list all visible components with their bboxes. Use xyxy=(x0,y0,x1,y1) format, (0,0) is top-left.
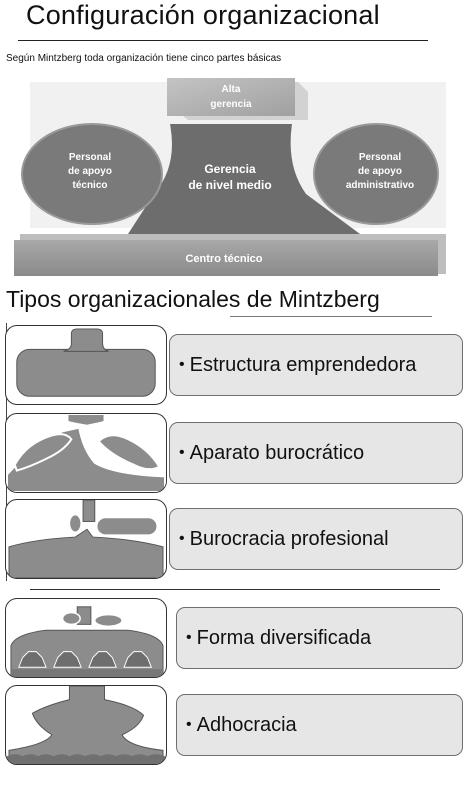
type-label-text: Aparato burocrático xyxy=(189,441,365,464)
right-label-1: Personal xyxy=(359,152,401,163)
bullet: • xyxy=(186,629,192,646)
professional-bureaucracy-thumbnail xyxy=(5,499,167,579)
technostructure-ellipse xyxy=(21,123,163,225)
operating-core-box xyxy=(14,240,438,276)
bullet: • xyxy=(179,444,185,461)
type-label-diversified-form: •Forma diversificada xyxy=(176,607,463,669)
section-divider xyxy=(30,589,440,590)
adhocracy-thumbnail xyxy=(5,685,167,765)
type-label-machine-bureaucracy: •Aparato burocrático xyxy=(169,422,463,484)
type-label-entrepreneurial: •Estructura emprendedora xyxy=(169,334,463,396)
left-label-1: Personal xyxy=(69,152,111,163)
machine-bureaucracy-thumbnail xyxy=(5,413,167,493)
left-label-3: técnico xyxy=(72,180,107,191)
top-management-box xyxy=(167,78,295,116)
diversified-form-thumbnail xyxy=(5,598,167,678)
middle-line-shape xyxy=(128,124,360,234)
subtitle: Según Mintzberg toda organización tiene … xyxy=(6,53,282,64)
top-label-1: Alta xyxy=(222,84,241,95)
bullet: • xyxy=(179,356,185,373)
right-label-3: administrativo xyxy=(346,180,414,191)
type-label-adhocracy: •Adhocracia xyxy=(176,694,463,756)
section-heading: Tipos organizacionales de Mintzberg xyxy=(6,286,380,312)
five-parts-diagram: Alta gerencia Gerencia de nivel medio Pe… xyxy=(14,78,446,276)
type-label-professional-bureaucracy: •Burocracia profesional xyxy=(169,508,463,570)
base-label: Centro técnico xyxy=(185,253,262,265)
support-staff-ellipse xyxy=(313,123,439,225)
top-label-2: gerencia xyxy=(210,99,252,110)
bullet: • xyxy=(186,716,192,733)
left-label-2: de apoyo xyxy=(68,166,112,177)
right-label-2: de apoyo xyxy=(358,166,402,177)
center-label-2: de nivel medio xyxy=(188,178,271,192)
type-label-text: Burocracia profesional xyxy=(189,527,389,550)
entrepreneurial-structure-thumbnail xyxy=(5,325,167,405)
title-underline xyxy=(18,40,428,41)
type-label-text: Forma diversificada xyxy=(196,626,372,649)
type-label-text: Estructura emprendedora xyxy=(189,353,417,376)
center-label-1: Gerencia xyxy=(204,162,256,176)
page-title: Configuración organizacional xyxy=(26,0,380,30)
bullet: • xyxy=(179,530,185,547)
type-label-text: Adhocracia xyxy=(196,713,297,736)
heading-underline xyxy=(230,316,432,317)
